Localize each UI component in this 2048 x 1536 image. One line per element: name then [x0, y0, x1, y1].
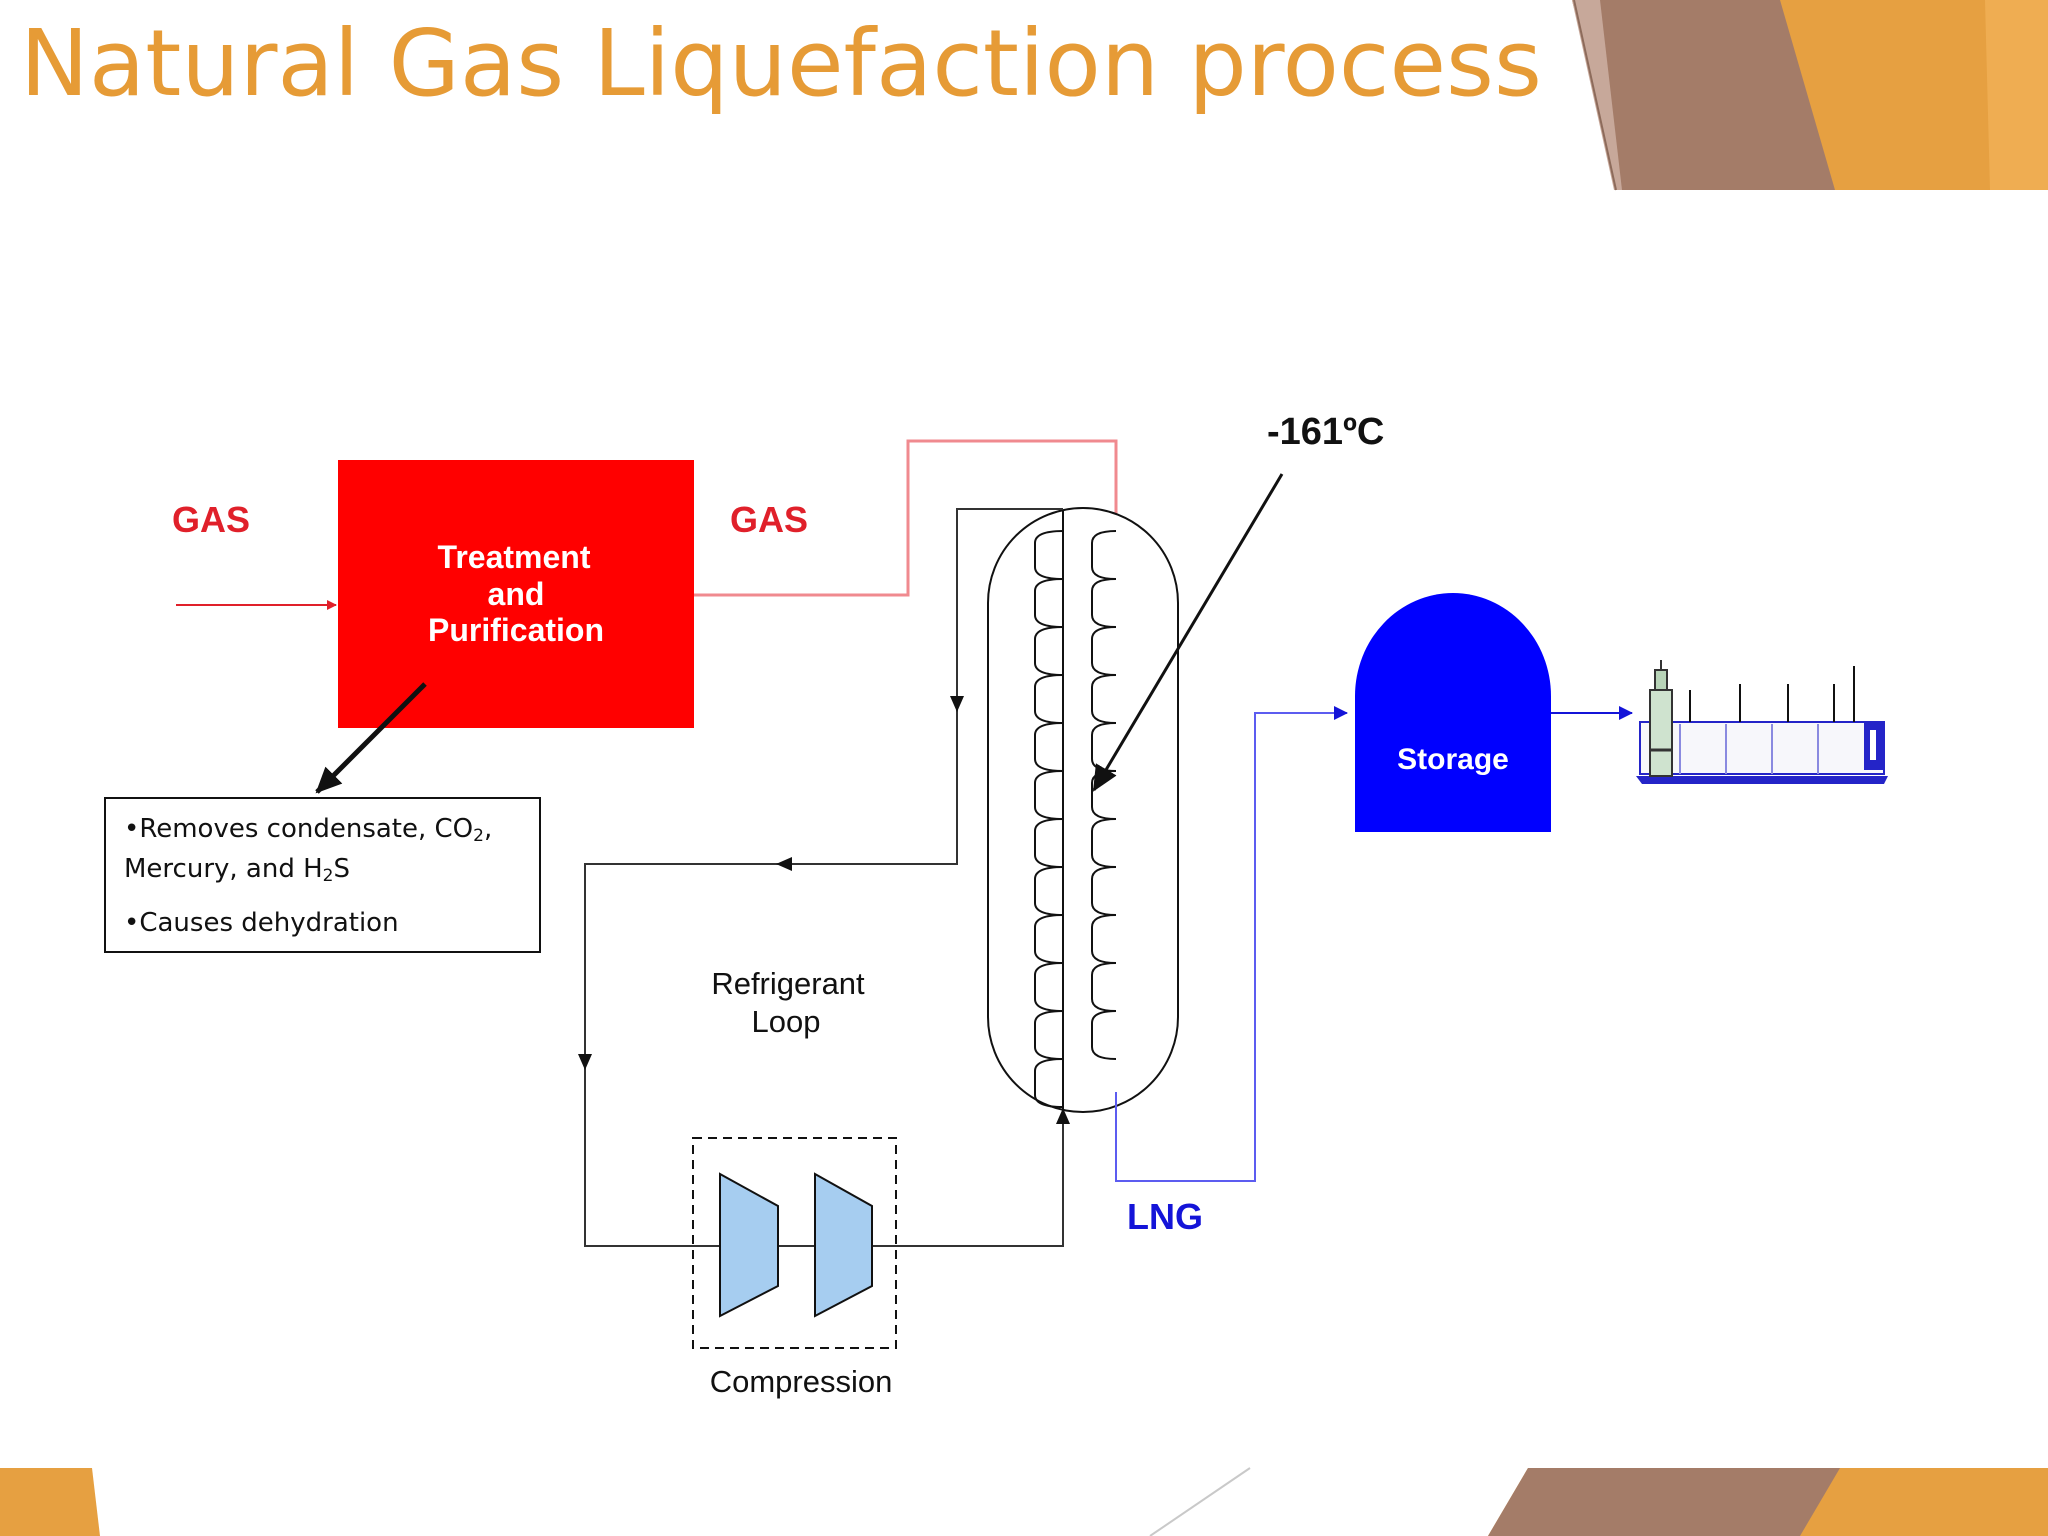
refrigerant-label-line2: Loop [752, 1004, 821, 1039]
heat-exchanger [987, 507, 1179, 1113]
decorative-corner-top-right [1572, 0, 2048, 191]
storage-tank [1355, 593, 1551, 832]
gas-out-label: GAS [730, 499, 808, 540]
temperature-label: -161ºC [1267, 411, 1384, 453]
compressor-stage-2 [814, 1172, 873, 1318]
lng-line [1115, 706, 1348, 1182]
slide-title: Natural Gas Liquefaction process [20, 10, 1542, 117]
compressor-stage-1 [719, 1172, 779, 1318]
temperature-pointer-arrow [1092, 473, 1284, 792]
decorative-corner-bottom-right [1149, 1467, 2048, 1536]
loop-arrow-left [776, 857, 792, 871]
loop-arrow-up [1056, 1108, 1070, 1124]
note-removes-condensate: •Removes condensate, CO2, [124, 814, 493, 846]
compression-box [692, 1137, 897, 1349]
notes-pointer-arrow [315, 682, 427, 794]
treatment-notes-box: •Removes condensate, CO2, Mercury, and H… [104, 797, 541, 953]
decorative-corner-bottom-left [0, 1468, 100, 1536]
compression-label: Compression [710, 1364, 893, 1399]
note-dehydration: •Causes dehydration [124, 908, 399, 938]
treatment-box [338, 460, 694, 728]
lng-ship-icon [1636, 660, 1888, 784]
storage-label: Storage [1397, 743, 1509, 776]
treatment-label-line1: Treatment [438, 539, 591, 575]
loop-arrow-down-2 [578, 1054, 592, 1070]
gas-in-label: GAS [172, 499, 250, 540]
note-mercury: Mercury, and H2S [124, 854, 350, 886]
treatment-label-line2: and [488, 576, 545, 612]
lng-label: LNG [1127, 1196, 1203, 1237]
loop-arrow-down-1 [950, 696, 964, 712]
gas-feed-line [694, 439, 1118, 597]
refrigerant-label-line1: Refrigerant [711, 966, 865, 1001]
treatment-label-line3: Purification [428, 612, 604, 648]
refrigerant-return-line [584, 508, 1064, 1247]
